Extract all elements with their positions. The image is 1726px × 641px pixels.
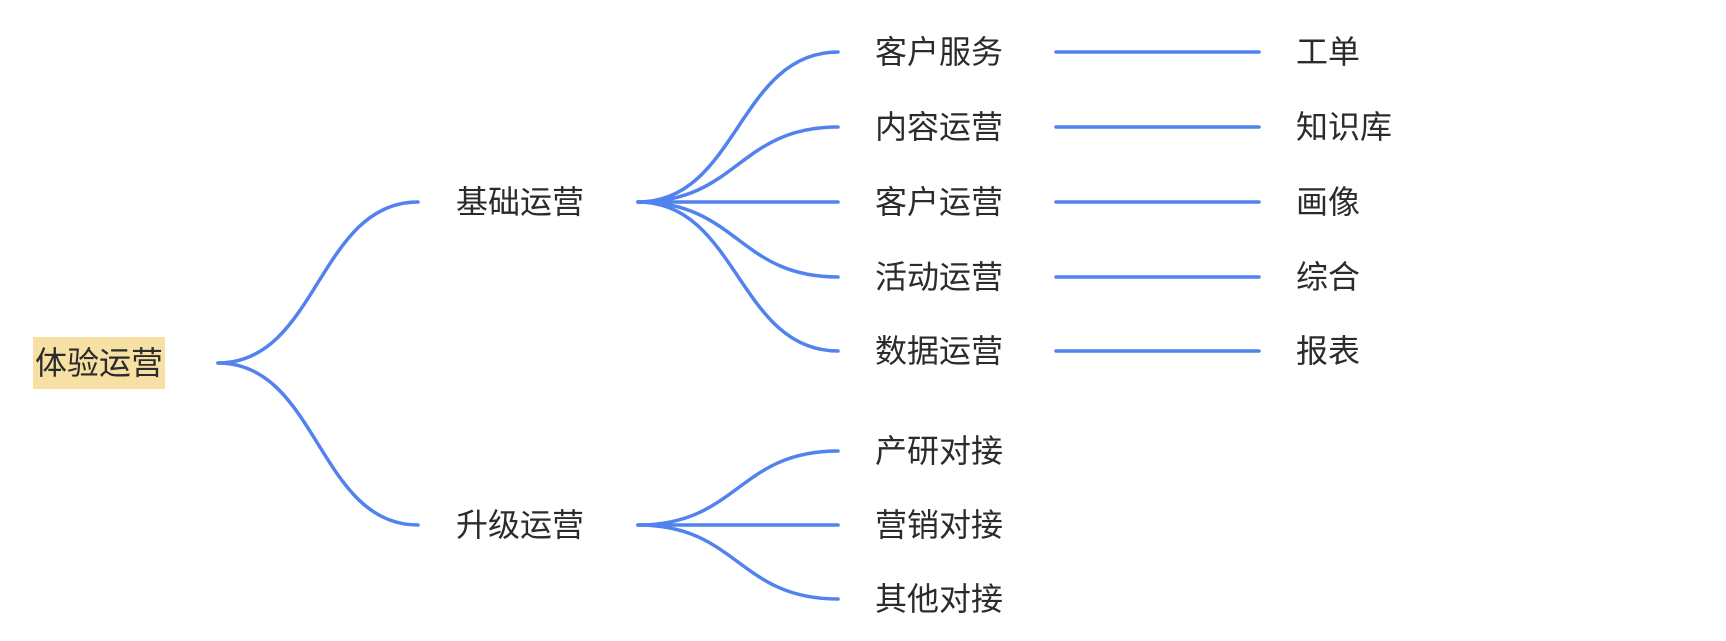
topic-node[interactable]: 内容运营 <box>875 108 1004 146</box>
leaf-node[interactable]: 知识库 <box>1296 108 1393 146</box>
connector-upgrade-topic <box>636 523 840 601</box>
branch-node-basic[interactable]: 基础运营 <box>456 183 585 221</box>
topic-node[interactable]: 产研对接 <box>875 432 1004 470</box>
topic-node[interactable]: 数据运营 <box>875 332 1004 370</box>
root-node[interactable]: 体验运营 <box>33 337 166 389</box>
connector-basic-topic <box>636 200 840 279</box>
connector-basic-topic <box>636 125 840 204</box>
topic-node[interactable]: 客户服务 <box>875 33 1004 71</box>
topic-node[interactable]: 活动运营 <box>875 258 1004 296</box>
leaf-node[interactable]: 画像 <box>1296 183 1361 221</box>
leaf-node[interactable]: 综合 <box>1296 258 1361 296</box>
connector-root-upgrade <box>216 361 420 527</box>
leaf-node[interactable]: 工单 <box>1296 33 1361 71</box>
connector-basic-topic <box>636 50 840 204</box>
connector-upgrade-topic <box>636 449 840 527</box>
connector-root-basic <box>216 200 420 365</box>
topic-node[interactable]: 营销对接 <box>875 506 1004 544</box>
topic-node[interactable]: 客户运营 <box>875 183 1004 221</box>
topic-node[interactable]: 其他对接 <box>875 580 1004 618</box>
connector-basic-topic <box>636 200 840 353</box>
branch-node-upgrade[interactable]: 升级运营 <box>456 506 585 544</box>
leaf-node[interactable]: 报表 <box>1296 332 1361 370</box>
